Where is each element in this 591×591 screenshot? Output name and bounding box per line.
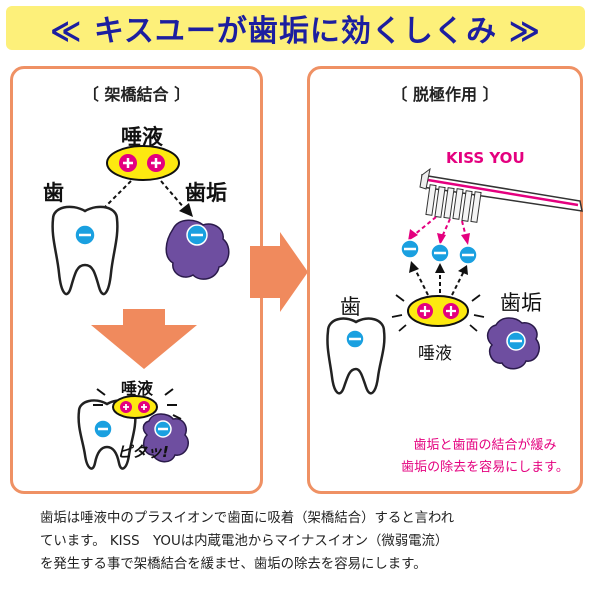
minus-ion-icon: [186, 224, 208, 246]
plus-ion-icon: [417, 303, 433, 319]
plus-ion-icon: [147, 154, 165, 172]
saliva-ion-icon: [391, 294, 485, 332]
description-text: 歯垢は唾液中のプラスイオンで歯面に吸着（架橋結合）すると言われ ています。 KI…: [40, 507, 560, 576]
plaque-label: 歯垢: [185, 181, 227, 205]
description-line: 歯垢は唾液中のプラスイオンで歯面に吸着（架橋結合）すると言われ: [40, 511, 455, 526]
page-title: ≪ キスユーが歯垢に効くしくみ ≫: [49, 14, 541, 49]
panel-heading-depolarization: 〔 脱極作用 〕: [391, 85, 499, 104]
minus-ion-icon: [93, 419, 113, 439]
right-saliva-label: 唾液: [418, 344, 452, 364]
bonded-illustration: [77, 388, 189, 470]
minus-ion-icon: [400, 239, 420, 259]
title-banner: ≪ キスユーが歯垢に効くしくみ ≫: [6, 6, 585, 50]
arrow-down-icon: [91, 309, 197, 369]
plaque-icon: [165, 219, 230, 280]
saliva-label: 唾液: [121, 125, 163, 149]
minus-ion-icon: [154, 420, 172, 438]
minus-ion-icon: [458, 245, 478, 265]
description-line: ています。 KISS YOUは内蔵電池からマイナスイオン（微弱電流）: [40, 534, 449, 549]
minus-ion-icon: [430, 243, 450, 263]
plus-ion-icon: [138, 401, 150, 413]
arrow-right-icon: [250, 232, 308, 312]
caption-line: 歯垢の除去を容易にします。: [401, 460, 569, 475]
result-caption: 歯垢と歯面の結合が緩み 歯垢の除去を容易にします。: [350, 435, 591, 479]
minus-ion-icon: [345, 329, 365, 349]
description-line: を発生する事で架橋結合を緩ませ、歯垢の除去を容易にします。: [40, 557, 427, 572]
caption-line: 歯垢と歯面の結合が緩み: [413, 438, 557, 453]
plaque-icon: [486, 317, 540, 370]
saliva-ion-icon: [112, 395, 158, 419]
plus-ion-icon: [120, 401, 132, 413]
tooth-icon: [77, 399, 137, 470]
bottom-saliva-label: 唾液: [121, 379, 154, 398]
saliva-ion-icon: [106, 145, 180, 181]
plaque-icon: [142, 413, 189, 463]
minus-ion-icon: [506, 331, 526, 351]
minus-ion-icon: [74, 224, 96, 246]
tooth-icon: [326, 317, 386, 395]
tooth-label: 歯: [43, 181, 64, 205]
brand-label: KISS YOU: [446, 149, 525, 167]
panel-depolarization: 〔 脱極作用 〕 KISS YOU: [307, 66, 583, 494]
tooth-icon: [51, 205, 119, 296]
cross-linking-illustration: [51, 145, 230, 470]
panel-heading-cross-linking: 〔 架橋結合 〕: [82, 85, 191, 104]
plus-ion-icon: [443, 303, 459, 319]
panel-cross-linking: 〔 架橋結合 〕 唾液 歯 歯垢: [10, 66, 263, 494]
toothbrush-icon: [419, 167, 583, 223]
right-plaque-label: 歯垢: [500, 291, 542, 315]
depolarization-illustration: [326, 167, 583, 395]
plus-ion-icon: [119, 154, 137, 172]
right-tooth-label: 歯: [340, 295, 361, 319]
stick-label: ピタッ!: [117, 443, 169, 461]
